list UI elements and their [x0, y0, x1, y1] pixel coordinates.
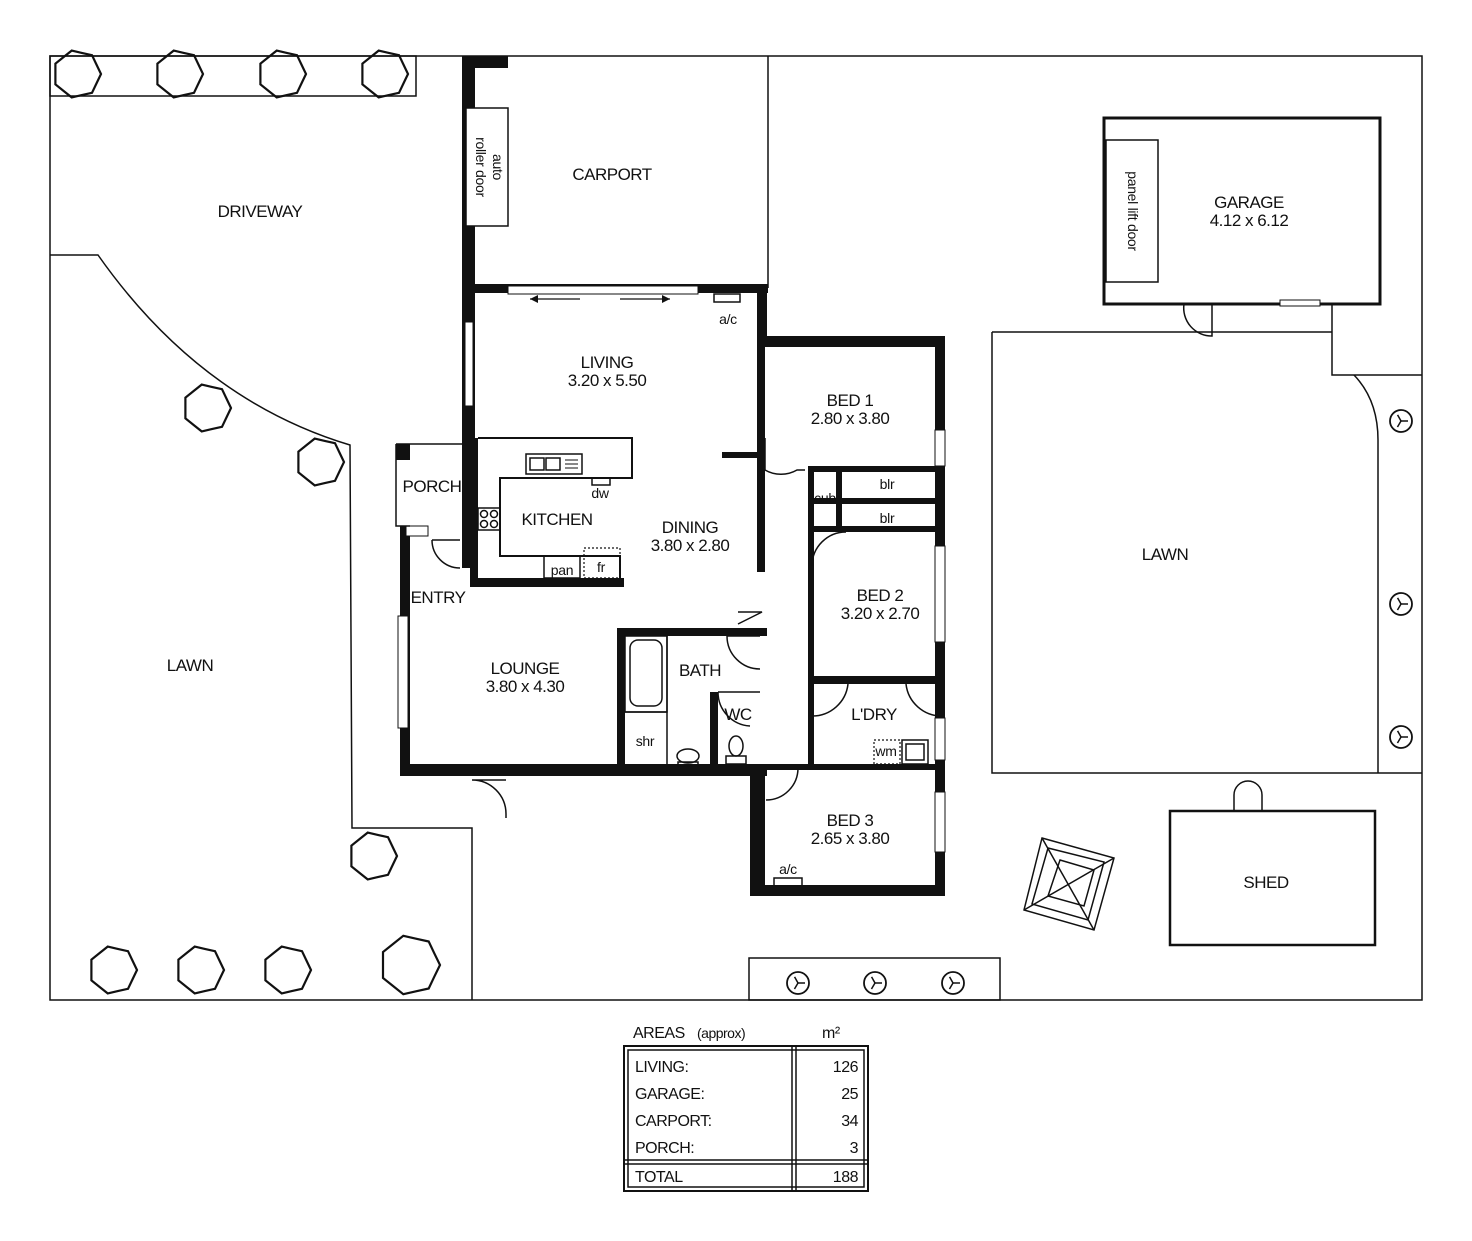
shed-outline: [1168, 809, 1377, 947]
auto-roller-door: [465, 107, 509, 227]
lounge-dimensions: 3.80 x 4.30: [486, 677, 565, 696]
carport-label: CARPORT: [572, 165, 651, 184]
cooktop: [477, 507, 501, 531]
shrub-icon: [786, 971, 810, 995]
trees: [54, 49, 1413, 996]
ac-bed3-label: a/c: [779, 861, 797, 877]
areas-title-note: (approx): [697, 1025, 745, 1041]
living-dimensions: 3.20 x 5.50: [568, 371, 647, 390]
porch-label: PORCH: [403, 477, 462, 496]
tree-icon: [259, 49, 308, 99]
tree-icon: [350, 831, 399, 881]
dining-dimensions: 3.80 x 2.80: [651, 536, 730, 555]
windows: [397, 285, 946, 853]
areas-row-value: 3: [850, 1140, 859, 1157]
areas-row-value: 126: [833, 1059, 859, 1076]
tree-icon: [90, 945, 139, 995]
areas-unit: m²: [822, 1025, 841, 1042]
shrub-icon: [1389, 725, 1413, 749]
shrub-icon: [863, 971, 887, 995]
tree-icon: [54, 49, 103, 99]
garage-label: GARAGE: [1214, 193, 1284, 212]
panel-lift-door-label: panel lift door: [1125, 171, 1141, 251]
tree-icon: [264, 945, 313, 995]
areas-row-value: 34: [841, 1113, 858, 1130]
areas-total-label: TOTAL: [635, 1169, 683, 1186]
bath-label: BATH: [679, 661, 721, 680]
pergola: [1023, 837, 1115, 931]
tree-icon: [184, 383, 233, 433]
bed2-dimensions: 3.20 x 2.70: [841, 604, 920, 623]
fridge-label: fr: [597, 559, 606, 575]
driveway-label: DRIVEWAY: [218, 202, 303, 221]
areas-total-value: 188: [833, 1169, 859, 1186]
tree-icon: [361, 49, 410, 99]
pantry-label: pan: [551, 562, 573, 578]
lawn-right-label: LAWN: [1142, 545, 1189, 564]
garage-dimensions: 4.12 x 6.12: [1210, 211, 1289, 230]
dishwasher-label: dw: [591, 485, 609, 501]
roller-door-label: roller door: [473, 137, 489, 197]
right-lawn: [991, 331, 1422, 774]
washing-machine: [873, 739, 901, 765]
trough: [901, 739, 929, 765]
fridge-space: [583, 547, 621, 579]
lawn-left-label: LAWN: [167, 656, 214, 675]
property-boundary: [49, 55, 1423, 1001]
shed-label: SHED: [1243, 873, 1288, 892]
basin: [676, 748, 700, 764]
ac-unit-living: [713, 293, 741, 303]
areas-row-label: CARPORT:: [635, 1113, 712, 1130]
ac-living-label: a/c: [719, 311, 737, 327]
areas-title: AREAS: [633, 1025, 685, 1042]
sink: [525, 453, 583, 475]
laundry-label: L'DRY: [851, 705, 897, 724]
blr2-label: blr: [880, 510, 895, 526]
living-label: LIVING: [581, 353, 634, 372]
tree-icon: [156, 49, 205, 99]
garage-side-door: [1182, 303, 1213, 337]
tree-icon: [177, 945, 226, 995]
shower-label: shr: [636, 733, 655, 749]
garage-outline: [1102, 116, 1382, 306]
bed1-label: BED 1: [827, 391, 874, 410]
entry-label: ENTRY: [411, 588, 466, 607]
shrub-icon: [1389, 409, 1413, 433]
top-garden-bed: [49, 55, 417, 97]
bed3-dimensions: 2.65 x 3.80: [811, 829, 890, 848]
areas-row-value: 25: [841, 1086, 858, 1103]
dining-label: DINING: [662, 518, 719, 537]
doors: [431, 438, 943, 818]
bathtub: [624, 635, 668, 713]
lounge-label: LOUNGE: [491, 659, 560, 678]
blr1-label: blr: [880, 476, 895, 492]
panel-lift-door: [1105, 139, 1159, 283]
shrub-icon: [1389, 592, 1413, 616]
bed3-label: BED 3: [827, 811, 874, 830]
wm-label: wm: [874, 743, 896, 759]
areas-row-label: GARAGE:: [635, 1086, 704, 1103]
driveway-edge: [50, 254, 473, 1000]
bottom-garden-bed: [748, 957, 1001, 1001]
wc-label: WC: [724, 705, 752, 724]
bed1-dimensions: 2.80 x 3.80: [811, 409, 890, 428]
tree-icon: [381, 934, 442, 996]
areas-row-label: PORCH:: [635, 1140, 694, 1157]
cub-label: cub: [814, 490, 836, 506]
kitchen-label: KITCHEN: [521, 510, 592, 529]
bed2-label: BED 2: [857, 586, 904, 605]
tree-icon: [297, 437, 346, 487]
auto-label: auto: [490, 154, 506, 181]
porch-outline: [395, 443, 462, 527]
kitchen-bench: [478, 437, 633, 578]
ac-unit-bed3: [773, 877, 803, 887]
toilet: [728, 735, 744, 757]
shrub-icon: [941, 971, 965, 995]
areas-row-label: LIVING:: [635, 1059, 688, 1076]
